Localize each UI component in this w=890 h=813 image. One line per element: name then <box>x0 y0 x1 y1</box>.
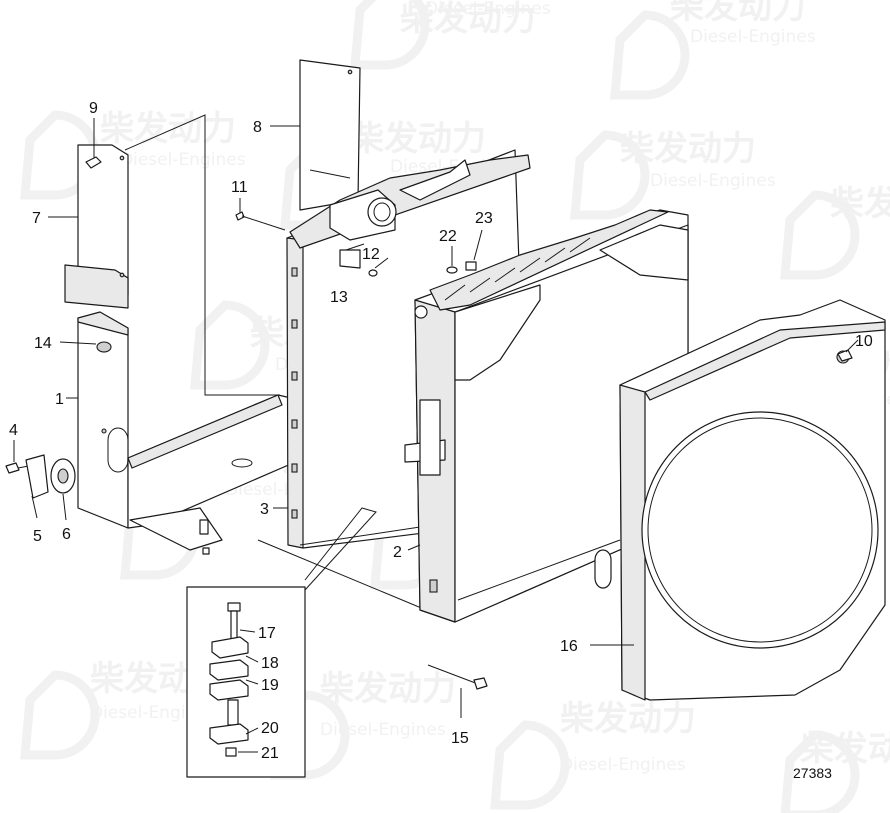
svg-text:柴发动力: 柴发动力 <box>620 129 756 169</box>
callout-20: 20 <box>261 720 279 737</box>
part-1-side-bracket <box>77 311 301 551</box>
callout-18: 18 <box>261 655 279 672</box>
callout-13: 13 <box>330 289 348 306</box>
callout-16: 16 <box>560 638 578 655</box>
callout-10: 10 <box>855 333 873 350</box>
svg-text:柴发动力: 柴发动力 <box>320 669 456 709</box>
svg-text:柴发动力: 柴发动力 <box>560 699 696 739</box>
svg-text:Diesel-Engines: Diesel-Engines <box>120 150 246 170</box>
svg-text:柴发动力: 柴发动力 <box>400 0 536 39</box>
svg-text:Diesel-Engines: Diesel-Engines <box>90 703 216 723</box>
detail-frame <box>186 586 306 778</box>
callout-6: 6 <box>62 526 71 543</box>
callout-15: 15 <box>451 730 469 747</box>
hardware <box>5 156 853 690</box>
part-7-side-panel <box>64 144 129 309</box>
callout-12: 12 <box>362 246 380 263</box>
watermark-logo: 柴发动力 <box>780 184 890 280</box>
callout-11: 11 <box>231 179 248 196</box>
callout-8: 8 <box>253 119 262 136</box>
callout-14: 14 <box>34 335 52 352</box>
svg-text:Diesel-Engines: Diesel-Engines <box>690 27 816 47</box>
svg-text:柴发动力: 柴发动力 <box>350 119 486 159</box>
watermark-logo: 柴发动力 Diesel-Engines <box>570 129 776 220</box>
callout-labels: 9 7 8 11 12 13 22 23 14 1 4 5 6 10 3 2 1… <box>9 100 873 762</box>
watermark-logo: 柴发动力 Diesel-Engines <box>490 699 696 810</box>
callout-19: 19 <box>261 677 279 694</box>
callout-17: 17 <box>258 625 276 642</box>
watermark-logo: 柴发动力 Diesel-Engines <box>610 0 816 100</box>
watermark-logo: 柴发动力 <box>780 729 890 813</box>
callout-23: 23 <box>475 210 493 227</box>
callout-22: 22 <box>439 228 457 245</box>
callout-7: 7 <box>32 210 41 227</box>
svg-text:Diesel-Engines: Diesel-Engines <box>425 0 551 19</box>
svg-text:柴发动力: 柴发动力 <box>830 184 890 224</box>
callout-3: 3 <box>260 501 269 518</box>
callout-5: 5 <box>33 528 42 545</box>
callout-21: 21 <box>261 745 279 762</box>
watermark-logo: 柴发动力 Diesel-Engines <box>270 669 456 780</box>
callout-9: 9 <box>89 100 98 117</box>
callout-2: 2 <box>393 544 402 561</box>
svg-text:柴发动力: 柴发动力 <box>800 729 890 769</box>
svg-text:Diesel-Engines: Diesel-Engines <box>560 755 686 775</box>
svg-text:柴发动力: 柴发动力 <box>670 0 806 27</box>
watermark-logo: 柴发动力 Diesel-Engines <box>350 0 551 70</box>
svg-text:Diesel-Engines: Diesel-Engines <box>650 171 776 191</box>
callout-4: 4 <box>9 422 18 439</box>
part-16-fan-shroud <box>619 299 886 701</box>
svg-text:柴发动力: 柴发动力 <box>100 109 236 149</box>
svg-text:Diesel-Engines: Diesel-Engines <box>320 720 446 740</box>
callout-1: 1 <box>55 391 64 408</box>
detail-inset <box>186 507 377 778</box>
leader-lines <box>13 118 859 753</box>
part-8-upper-plate <box>299 59 361 211</box>
watermark-logo: 柴发动力 Diesel-Engines <box>20 109 246 200</box>
drawing-number: 27383 <box>793 765 832 781</box>
